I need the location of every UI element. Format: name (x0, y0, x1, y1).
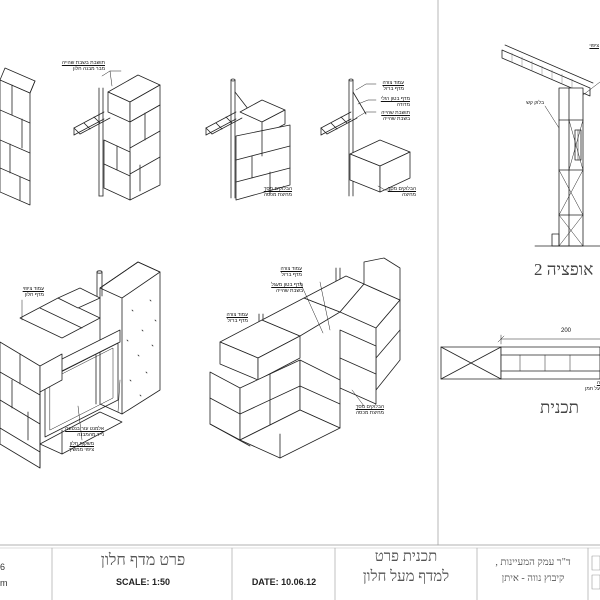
detail-3b-shelf-callouts (320, 78, 411, 197)
callout-d4-low: אלמנט עזר בנטונה נייר מהמבנה (62, 426, 104, 438)
callout-text: מדף בטון רגלי (380, 96, 410, 102)
callout-text: עמוד ציפוי (22, 286, 44, 292)
callout-text: מדף חלון (24, 292, 44, 298)
callout-text: בשבת שהייה (383, 116, 410, 122)
detail-5-window-opening (209, 257, 401, 459)
callout-text: עמוד צורה (226, 312, 248, 318)
plan-view (440, 334, 600, 380)
detail-4-window-wall (0, 261, 161, 469)
callout-text: אלמנט עזר בנטונה (65, 426, 104, 432)
callout-section-b: בלוק קש (508, 100, 544, 106)
detail-3-shelf-pole (205, 78, 291, 201)
callout-text: תושבת בשבת שהייה (61, 60, 105, 66)
author-line-2: קיבוץ נווה - איתן (501, 573, 565, 584)
callout-d5-mid: מדף בטון מעגל בשבת שהייה (263, 282, 303, 294)
callout-d3-mid: מדף בטון רגלי מדודה (372, 96, 410, 108)
callout-text: הבלוקים מסך (387, 186, 416, 192)
plan-dimension: 200 (560, 328, 571, 334)
callout-text: תושבת שהייה (381, 110, 410, 116)
callout-text: מבר מבנה חלון (73, 66, 105, 72)
detail-2-window-shelf (73, 70, 161, 201)
callout-text: על חמן (585, 386, 600, 392)
callout-d4-low2: משקוף חלון ציפוי ממשיך (60, 441, 94, 453)
callout-text: מחיצה (402, 192, 416, 198)
callout-d3-mid2: תושבת שהייה בשבת שהייה (372, 110, 410, 122)
callout-d5-bottom: הבלוקים מסך מחיצת מכסה (352, 404, 384, 416)
author-line-1: ד"ר עמק המעיינות , (495, 557, 571, 568)
callout-d5-left: עמוד צורה מדף ברזל (214, 312, 248, 324)
callout-text: בשבת שהייה (276, 288, 303, 294)
callout-text: עמוד צורה (382, 80, 404, 86)
callout-text: הבלוקים מסך (355, 404, 384, 410)
callout-d2-top: תושבת בשבת שהייה מבר מבנה חלון (60, 60, 105, 72)
callout-text: ה (596, 380, 600, 386)
callout-d4-top: עמוד ציפוי מדף חלון (14, 286, 44, 298)
callout-text: מדף ברזל (383, 86, 404, 92)
callout-text: מדודה (396, 102, 410, 108)
callout-d5-top: עמוד צורה מדף ברזל (268, 266, 302, 278)
logo-box (591, 574, 600, 590)
sheet-number: 6 (0, 562, 6, 572)
project-title-line-1: תכנית פרט (374, 549, 438, 565)
callout-d3-top: עמוד צורה מדף ברזל (372, 80, 404, 92)
callout-text: נייר מהמבנה (77, 432, 104, 438)
callout-text: ציפוי ממשיך (68, 447, 94, 453)
section-option-2 (501, 44, 600, 247)
callout-text: מדף ברזל (227, 318, 248, 324)
callout-text: עמוד צורה (280, 266, 302, 272)
callout-plan: ה על חמן (560, 380, 600, 392)
option-2-title: אופציה 2 (534, 260, 594, 279)
callout-text: מחיצת מכסה (263, 192, 292, 198)
callout-text: משקוף חלון (69, 441, 94, 447)
detail-1-wall (0, 67, 36, 206)
drawing-date: DATE: 10.06.12 (251, 577, 317, 587)
callout-text: מדף ברזל (281, 272, 302, 278)
project-title-line-2: למדף מעל חלון (362, 569, 450, 585)
callout-text: הבלוקים מסך (263, 186, 292, 192)
callout-text: מדף בטון מעגל (271, 282, 303, 288)
callout-text: ציפוי (589, 43, 599, 49)
drawing-title: פרט מדף חלון (100, 552, 186, 569)
drawing-scale: SCALE: 1:50 (115, 577, 170, 587)
logo-box (591, 555, 600, 571)
callout-section-a: ציפוי (573, 43, 599, 49)
sheet-number-suffix: m (0, 578, 8, 588)
callout-text: בלוק קש (526, 100, 544, 106)
callout-text: מחיצת מכסה (355, 410, 384, 416)
callout-d2-bottom: הבלוקים מסך מחיצת מכסה (260, 186, 292, 198)
plan-title: תכנית (540, 398, 580, 417)
callout-d3-bottom: הבלוקים מסך מחיצה (384, 186, 416, 198)
